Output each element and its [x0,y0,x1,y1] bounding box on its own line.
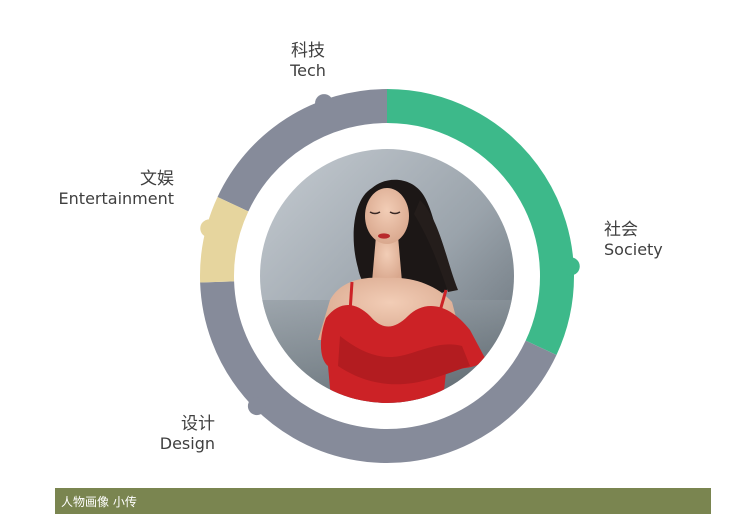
label-society: 社会 Society [604,220,714,260]
label-tech-en: Tech [290,61,326,81]
bump-tech [315,94,334,113]
label-tech: 科技 Tech [268,41,348,81]
footer-bar: 人物画像 小传 [55,488,711,514]
label-tech-zh: 科技 [291,41,325,61]
bump-society [561,257,580,276]
segment-tech [217,89,388,212]
segment-design [200,281,557,463]
label-society-zh: 社会 [604,220,638,240]
footer-title: 人物画像 小传 [61,494,137,509]
label-society-en: Society [604,240,663,260]
segment-society [386,89,574,356]
label-design-zh: 设计 [181,414,215,434]
bump-design [247,397,266,416]
label-entertainment-en: Entertainment [58,189,174,209]
label-entertainment-zh: 文娱 [140,169,174,189]
label-design: 设计 Design [110,414,215,454]
label-entertainment: 文娱 Entertainment [40,169,174,209]
bump-entertainment [200,219,219,238]
segment-entertainment [200,196,249,283]
label-design-en: Design [159,434,215,454]
portrait-photo [260,149,514,403]
